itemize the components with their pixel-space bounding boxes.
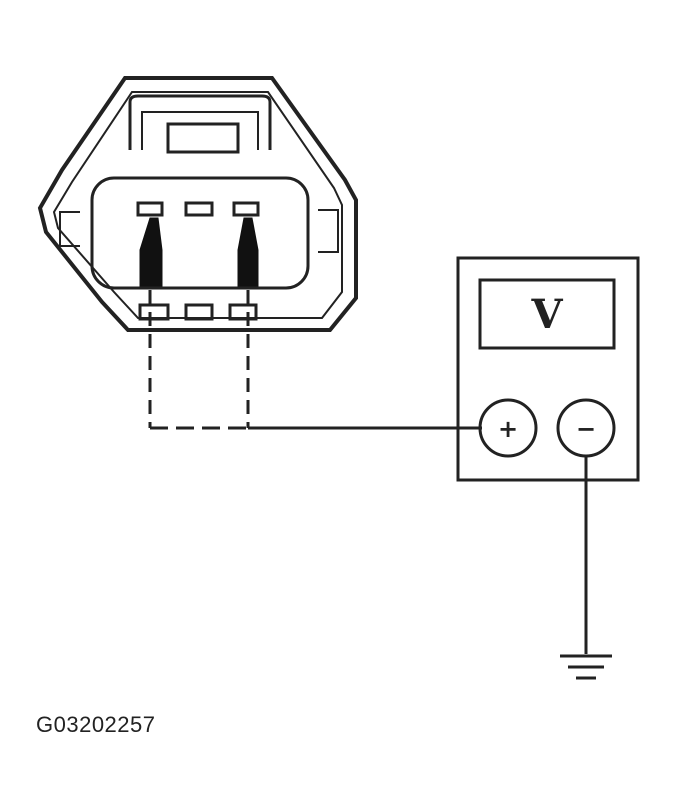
connector-rear-pin-2 [184,303,214,321]
voltmeter: V + − [456,256,640,482]
meter-display-symbol: V [530,291,563,338]
probe-leads [148,290,250,430]
connector-pin-3 [232,201,260,217]
connector-left-key [59,211,80,247]
connector-outer-housing [37,76,358,332]
connector-rear-pin-1 [138,303,170,321]
connector-cavity [90,176,310,290]
connector-lock-latch [166,122,240,154]
figure-code: G03202257 [36,712,156,737]
connector-pin-1 [136,201,164,217]
ground-icon [560,654,612,680]
connector [37,76,358,332]
positive-terminal-sign: + [498,415,518,443]
meter-display [478,278,616,350]
probe-left [139,217,163,287]
positive-terminal [478,398,538,458]
connector-lock-tab [128,94,272,150]
connector-right-key [318,209,339,253]
negative-terminal-sign: − [576,415,596,443]
connector-pin-2 [184,201,214,217]
connector-rear-pin-3 [228,303,258,321]
connector-lock-tab-inner [141,111,259,150]
meter-body [456,256,640,482]
probe-right [237,217,259,287]
